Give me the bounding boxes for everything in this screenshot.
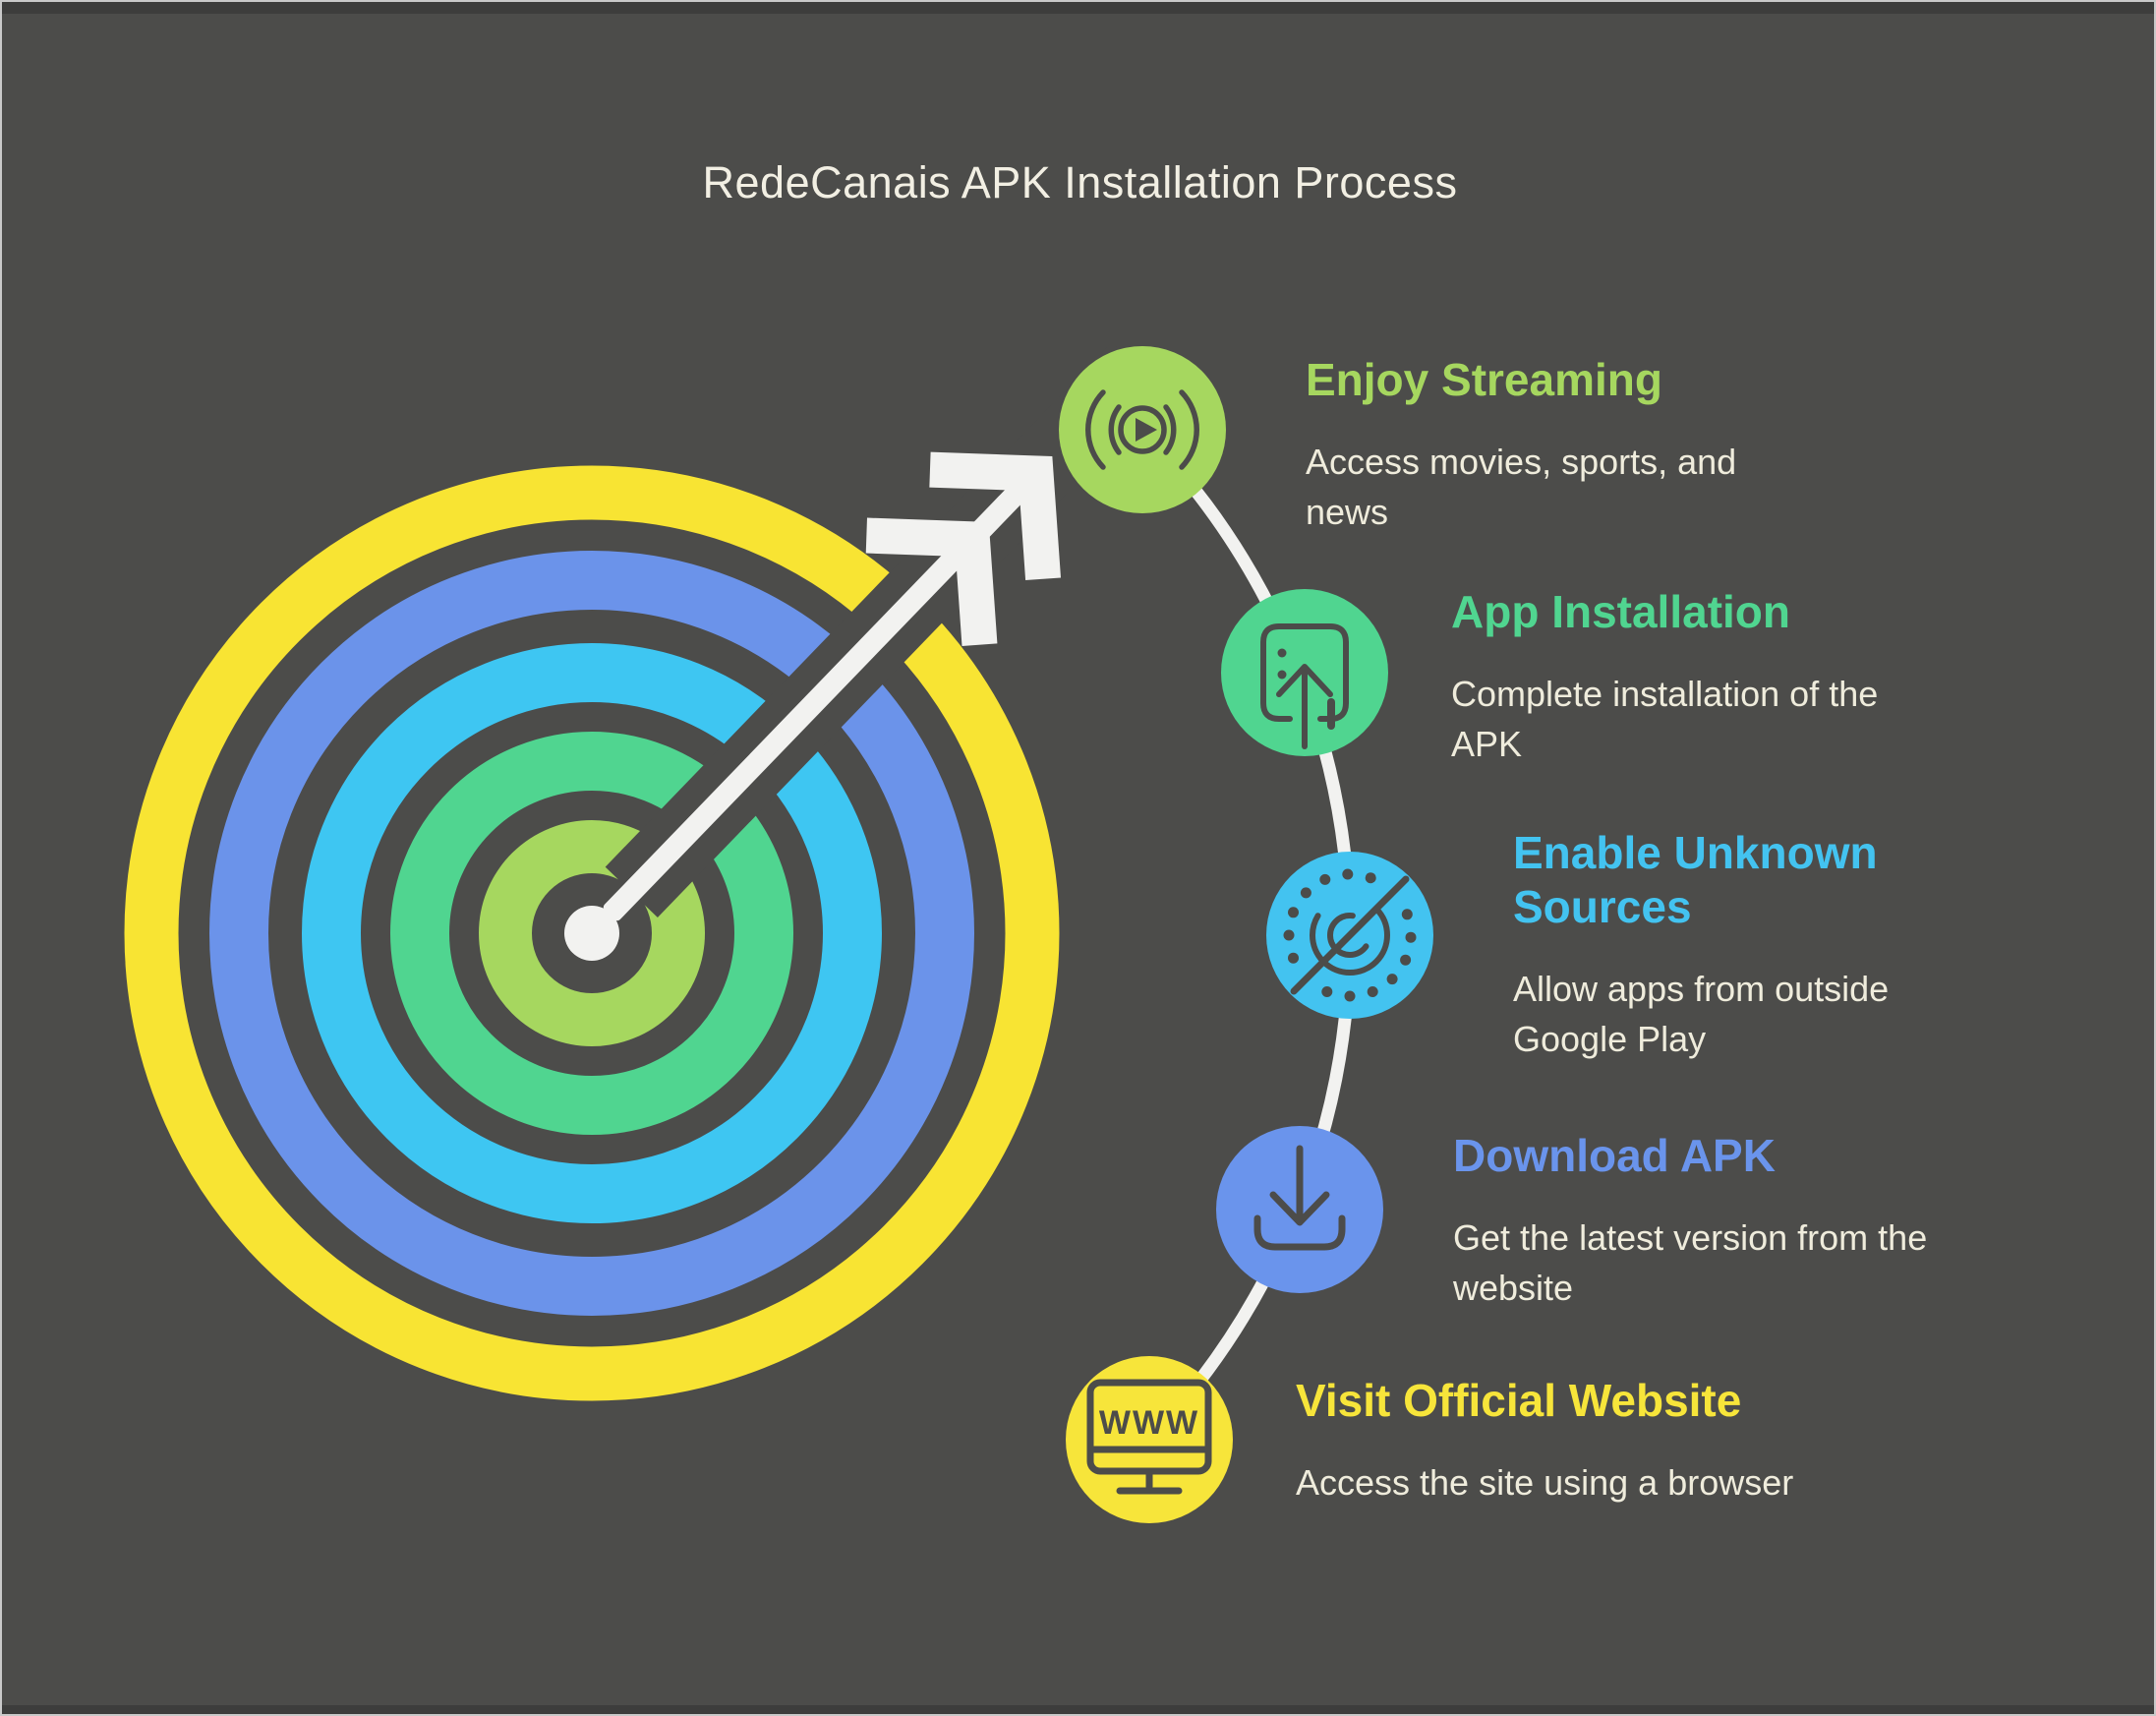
step-4-node <box>1216 1126 1383 1293</box>
bottom-edge-strip <box>2 1705 2154 1714</box>
download-icon <box>1253 1145 1346 1251</box>
step-4-text: Download APK Get the latest version from… <box>1453 1129 1974 1313</box>
target-ring-3 <box>302 643 882 1223</box>
unknown-sources-dots <box>1283 868 1417 1002</box>
step-3-text: Enable Unknown Sources Allow apps from o… <box>1513 826 1936 1065</box>
page-title: RedeCanais APK Installation Process <box>702 157 1458 208</box>
step-1-title: Enjoy Streaming <box>1306 354 1662 405</box>
step-3-node <box>1266 852 1433 1019</box>
step-5-node: WWW <box>1066 1356 1233 1523</box>
step-1-text: Enjoy Streaming Access movies, sports, a… <box>1306 353 1777 537</box>
step-5-title: Visit Official Website <box>1296 1375 1742 1426</box>
step-4-title: Download APK <box>1453 1130 1776 1181</box>
target-ring-4 <box>390 732 793 1135</box>
step-4-description: Get the latest version from the website <box>1453 1217 1928 1309</box>
arrow-impact-dot <box>564 906 619 961</box>
step-5-text: Visit Official Website Access the site u… <box>1296 1374 1793 1508</box>
step-3-description: Allow apps from outside Google Play <box>1513 969 1890 1060</box>
target-graphic <box>124 341 1165 1401</box>
app-install-icon <box>1260 623 1349 749</box>
step-5-circle <box>1066 1356 1233 1523</box>
arrow-fletching-1 <box>865 517 998 646</box>
step-2-description: Complete installation of the APK <box>1451 674 1879 765</box>
step-2-node <box>1221 589 1388 756</box>
target-ring-2 <box>209 551 974 1316</box>
top-edge-strip <box>2 2 2154 14</box>
arrow-fletching-2 <box>929 451 1062 581</box>
step-1-node <box>1059 346 1226 513</box>
streaming-play-icon <box>1085 389 1199 470</box>
browser-www-icon: WWW <box>1086 1379 1212 1495</box>
step-2-title: App Installation <box>1451 586 1790 637</box>
www-label: WWW <box>1099 1404 1199 1442</box>
step-3-title: Enable Unknown Sources <box>1513 827 1878 933</box>
arrow-graphic <box>603 451 1062 921</box>
unknown-sources-icon <box>1283 868 1417 1002</box>
step-5-description: Access the site using a browser <box>1296 1462 1794 1504</box>
target-ring-center <box>479 820 705 1046</box>
step-1-description: Access movies, sports, and news <box>1306 442 1737 533</box>
arrow-shaft <box>603 458 1051 921</box>
step-2-text: App Installation Complete installation o… <box>1451 585 1923 769</box>
target-ring-outer <box>124 465 1060 1401</box>
